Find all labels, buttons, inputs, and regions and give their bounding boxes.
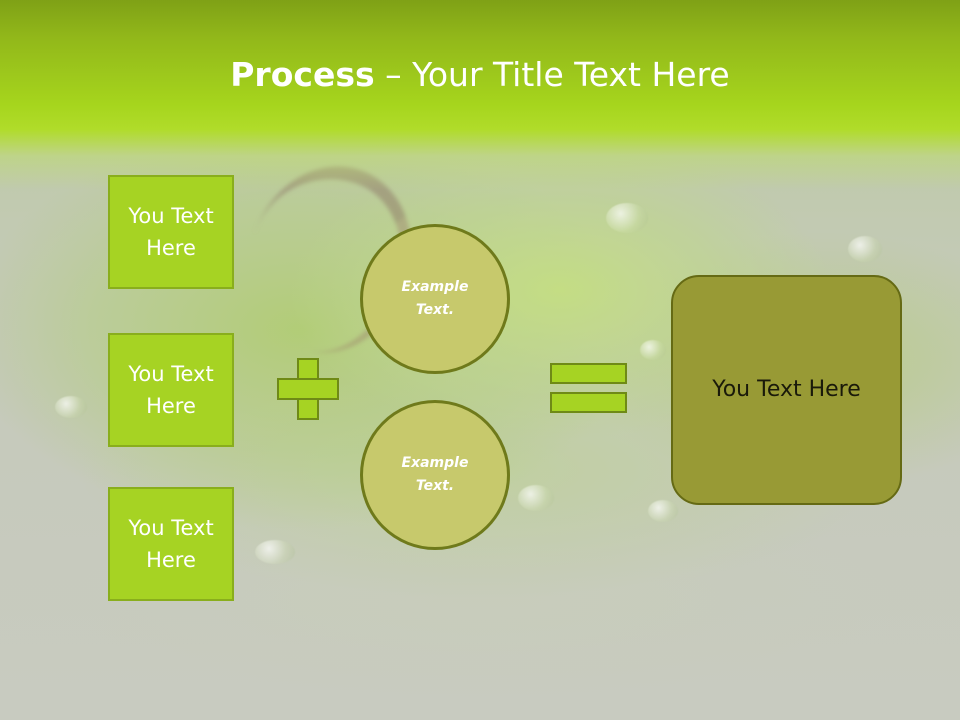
equals-bar-bottom <box>550 392 627 413</box>
text-box-3-line1: You Text <box>128 516 214 540</box>
text-box-1-line1: You Text <box>128 204 214 228</box>
example-circle-1-line1: Example <box>401 279 469 295</box>
result-text: You Text Here <box>712 377 861 402</box>
text-box-1-line2: Here <box>146 236 196 260</box>
water-drop <box>518 485 554 511</box>
title-rest: – Your Title Text Here <box>374 55 730 94</box>
header-band <box>0 0 960 190</box>
text-box-2-line2: Here <box>146 394 196 418</box>
water-drop <box>640 340 666 360</box>
water-drop <box>255 540 295 564</box>
text-box-2-line1: You Text <box>128 362 214 386</box>
example-circle-1-line2: Text. <box>415 302 455 318</box>
text-box-3-line2: Here <box>146 548 196 572</box>
slide-title: Process – Your Title Text Here <box>0 52 960 98</box>
water-drop <box>648 500 678 522</box>
plus-icon <box>277 358 339 420</box>
water-drop <box>848 236 882 262</box>
equals-bar-top <box>550 363 627 384</box>
example-circle-2-line1: Example <box>401 455 469 471</box>
title-bold: Process <box>230 55 375 94</box>
result-box: You Text Here <box>671 275 902 505</box>
water-drop <box>606 203 648 233</box>
example-circle-2-line2: Text. <box>415 478 455 494</box>
water-drop <box>55 396 87 418</box>
